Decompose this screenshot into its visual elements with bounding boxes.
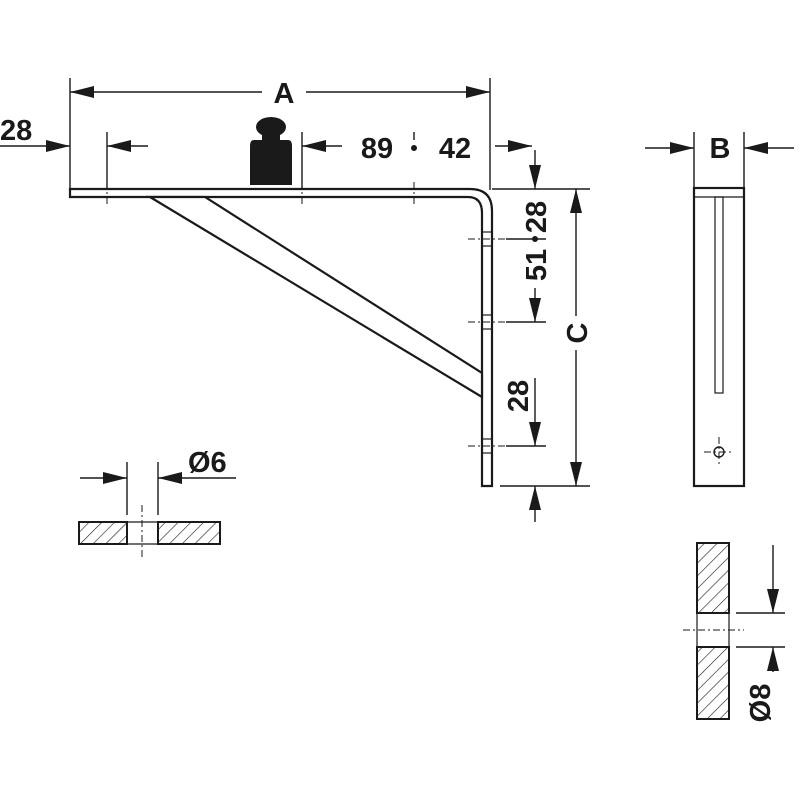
hole-offset-vertical-top-label: 28 [521,201,553,233]
dimension-hole-spacing-top: 89 42 [301,132,532,190]
hole-spacing-vertical-label: 51 [521,249,553,281]
dimension-hole-offset-left: 28 [0,115,148,190]
dimension-b-label: B [710,133,731,165]
load-weight-icon [250,117,292,185]
section-hole-o6: Ø6 [78,447,236,560]
hole-diameter-vertical-label: Ø8 [745,684,777,723]
bracket-front-view: B [645,132,794,488]
dimension-a-label: A [274,78,295,110]
hole-spacing-top-label: 89 [361,133,393,165]
dimension-a: A [69,78,491,190]
section-hole-o8: Ø8 [683,542,785,723]
hole-offset-vertical-bottom-label: 28 [503,380,535,412]
bracket-side-view [68,182,506,488]
hole-diameter-horizontal-label: Ø6 [188,447,227,479]
dimension-c-label: C [562,322,594,343]
hole-spacing-top-label-2: 42 [439,133,471,165]
hole-offset-left-label: 28 [0,115,32,147]
dimension-vertical-holes: 28 51 28 [492,150,590,522]
dimension-c: C [562,189,594,486]
